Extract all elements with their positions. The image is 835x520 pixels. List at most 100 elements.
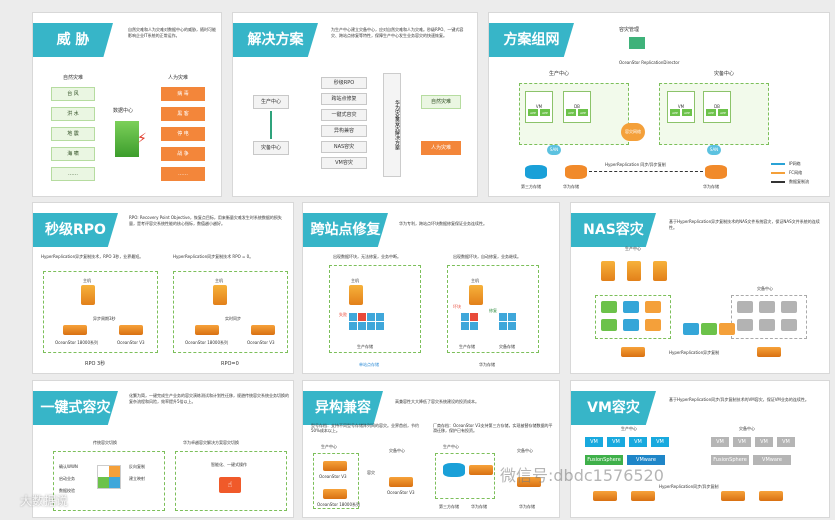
feature-item: 跨站点修复: [321, 93, 367, 105]
folder-icon: [759, 301, 775, 313]
vm-box: VM: [733, 437, 751, 447]
folder-icon: [683, 323, 699, 335]
prod-center-label: 生产中心: [625, 246, 641, 251]
panel-description: 化繁为简，一键完成生产业务的容灾演练测试和计划性迁移，规避传统容灾系统业务切换的…: [129, 393, 289, 404]
panel-title: 异构兼容: [303, 391, 383, 425]
panel-title: 解决方案: [233, 23, 318, 57]
feature-item: 一键式容灾: [321, 109, 367, 121]
legend-label: IP网络: [789, 161, 801, 166]
host-icon: DB: [703, 91, 731, 123]
right-caption: HyperReplication同步复制技术 RPO = 0。: [173, 254, 254, 259]
huawei-storage-icon: [565, 165, 587, 179]
san-right-icon: SAN: [707, 145, 721, 155]
building-icon: [115, 121, 139, 157]
mgmt-console-icon: [629, 37, 645, 49]
app-icon: APP: [718, 109, 728, 116]
brand-watermark: 大数据说: [20, 494, 69, 508]
array-c-icon: [195, 325, 219, 335]
app-icon: APP: [578, 109, 588, 116]
step-label: 建立映射: [129, 476, 145, 481]
storage-grid-left: [349, 313, 384, 330]
panel-description: 基于HyperReplication同步/异步复制技术的VM容灾，保证VM业务的…: [669, 397, 809, 402]
vmware-prod: VMware: [627, 455, 665, 465]
folder-icon: [623, 301, 639, 313]
prod-center-label: 生产中心: [549, 71, 570, 77]
dr-storage-a-icon: [721, 491, 745, 501]
left-caption: 出现数据坏块，无法修复，业务中断。: [333, 254, 401, 259]
bad-label: 坏块: [453, 304, 461, 309]
footer-left: RPO 3秒: [85, 361, 106, 367]
legend-line: [771, 181, 785, 183]
host-right-icon: [469, 285, 483, 305]
mgmt-software: OceanStor ReplicationDirector: [619, 60, 680, 65]
human-item: 黑 客: [161, 107, 205, 121]
panel-title: NAS容灾: [571, 213, 656, 247]
replication-label: HyperReplication异步复制: [669, 350, 720, 355]
left-diagram: [329, 265, 421, 353]
prod-storage-icon: [621, 347, 645, 357]
right-diagram: [447, 265, 539, 353]
server-2-icon: [627, 261, 641, 281]
right-diagram: [173, 271, 288, 353]
panel-rpo: 秒级RPO RPO: Recovery Point Objective，恢复点目…: [32, 202, 294, 374]
link-label: 容灾: [367, 470, 375, 475]
array-right-a-label: OceanStor 18000系列: [185, 340, 228, 345]
storage-label-right-a: 生产存储: [459, 344, 475, 349]
storage-label-left: 生产存储: [357, 344, 373, 349]
array-c-label: OceanStor V3: [387, 490, 415, 495]
feature-item: VM容灾: [321, 157, 367, 169]
prod-label-right: 生产中心: [443, 444, 459, 449]
one-click-button[interactable]: ☝: [219, 477, 241, 493]
folder-icon: [759, 319, 775, 331]
wechat-watermark: 微信号:dbdc1576520: [500, 466, 664, 485]
feature-item: NAS容灾: [321, 141, 367, 153]
app-icon: APP: [566, 109, 576, 116]
folder-icon: [601, 319, 617, 331]
third-party-storage-icon: [525, 165, 547, 179]
dr-label-left: 灾备中心: [389, 448, 405, 453]
folder-icon: [601, 301, 617, 313]
vm-box: VM: [607, 437, 625, 447]
array-a-icon: [323, 461, 347, 471]
host-right-label: 主机: [471, 278, 479, 283]
array-b-icon: [323, 489, 347, 499]
legend-label: FC网络: [789, 170, 803, 175]
storage-grid-right-a: [461, 313, 478, 330]
huawei-label: 华为存储: [471, 504, 487, 509]
host-right-label: 主机: [215, 278, 223, 283]
storage-grid-right-b: [499, 313, 516, 330]
folder-icon: [701, 323, 717, 335]
dr-storage-b-icon: [759, 491, 783, 501]
huawei-dr-label: 华为存储: [519, 504, 535, 509]
fusionsphere-dr: FusionSphere: [711, 455, 749, 465]
dr-center-label: 灾备中心: [714, 71, 735, 77]
panel-threat: 威 胁 自然灾难和人为灾难对数据中心的威胁，随时可能影响企业IT系统的正常运作。…: [32, 12, 222, 197]
storage-label-right-b: 灾备存储: [499, 344, 515, 349]
step-label: 确认WWN: [59, 464, 78, 469]
panel-networking: 方案组网 容灾管理 OceanStor ReplicationDirector …: [488, 12, 830, 197]
panel-description: 基于HyperReplication异步复制技术的NAS文件系统容灾，保证NAS…: [669, 219, 820, 230]
human-label: 人为灾难: [168, 75, 189, 81]
panel-description: RPO: Recovery Point Objective，恢复点目标，用来衡量…: [129, 215, 282, 226]
panel-nas: NAS容灾 基于HyperReplication异步复制技术的NAS文件系统容灾…: [570, 202, 830, 374]
folder-icon: [737, 319, 753, 331]
app-icon: APP: [540, 109, 550, 116]
panel-title: 方案组网: [489, 23, 574, 57]
panel-title: 秒级RPO: [33, 213, 118, 247]
vm-box: VM: [711, 437, 729, 447]
natural-item: 台 风: [51, 87, 95, 101]
host-icon: DB: [563, 91, 591, 123]
dr-center-label: 灾备中心: [757, 286, 773, 291]
panel-description: 为生产中心建立灾备中心，应对自然灾难和人为灾难。秒级RPO、一键式容灾、跨站点修…: [331, 27, 464, 38]
panel-cross-site: 跨站点修复 华为专利，跨站点坏块数据修复保证业务连续性。 出现数据坏块，无法修复…: [302, 202, 560, 374]
dr-storage-icon: [517, 477, 541, 487]
natural-item: ……: [51, 167, 95, 181]
footer-right: RPO=0: [221, 361, 239, 367]
array-left-b-label: OceanStor V3: [117, 340, 145, 345]
panel-title: 威 胁: [33, 23, 113, 57]
vm-box: VM: [651, 437, 669, 447]
human-item: 病 毒: [161, 87, 205, 101]
panel-title: VM容灾: [571, 391, 656, 425]
array-b-icon: [119, 325, 143, 335]
panel-vm: VM容灾 基于HyperReplication同步/异步复制技术的VM容灾，保证…: [570, 380, 830, 518]
